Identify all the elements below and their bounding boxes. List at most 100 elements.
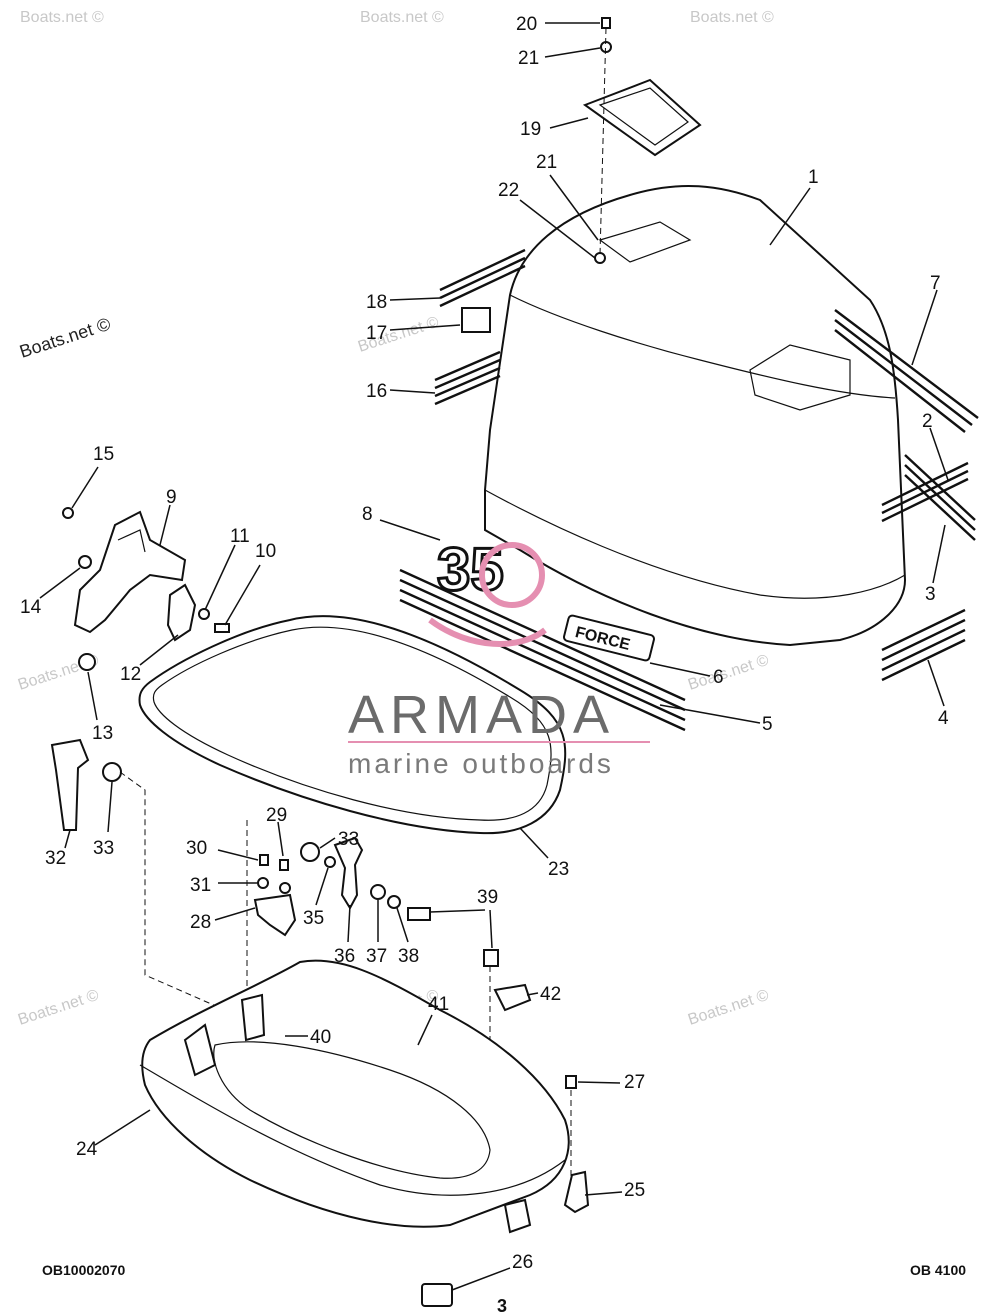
stripe-decal-3	[904, 454, 976, 541]
callout-label: 32	[45, 848, 66, 869]
drawing-code-left: OB10002070	[42, 1262, 126, 1278]
callout-label: 17	[366, 323, 387, 344]
washer-11-icon	[198, 608, 210, 620]
callout-label: 39	[477, 887, 498, 908]
callout-label: 40	[310, 1027, 331, 1048]
callout-label: 41	[428, 994, 449, 1015]
brand-name: ARMADA	[348, 685, 615, 745]
nut-14-icon	[78, 555, 92, 569]
callout-label: 26	[512, 1252, 533, 1273]
watermark-site: Boats.net ©	[16, 987, 101, 1029]
watermark-site-dark: Boats.net ©	[17, 314, 113, 362]
callout-label: 21	[536, 152, 557, 173]
callout-label: 37	[366, 946, 387, 967]
hp-decal-8: 35	[437, 536, 504, 603]
callout-label: 2	[922, 411, 933, 432]
decal-17	[461, 307, 491, 333]
screw-20-icon	[601, 17, 611, 29]
clip-25	[563, 1170, 590, 1214]
washer-29-icon	[279, 882, 291, 894]
callout-label: 29	[266, 805, 287, 826]
callout-label: 19	[520, 119, 541, 140]
screw-30-icon	[259, 854, 269, 866]
callout-label: 16	[366, 381, 387, 402]
callout-label: 33	[338, 829, 359, 850]
callout-label: 12	[120, 664, 141, 685]
cowl-seal	[138, 615, 567, 835]
callout-label: 14	[20, 597, 42, 618]
callout-label: 20	[516, 14, 537, 35]
callout-label: 33	[93, 838, 114, 859]
washer-21b-icon	[594, 252, 606, 264]
callout-label: 6	[713, 667, 724, 688]
drawing-code-right: OB 4100	[910, 1262, 966, 1278]
callout-label: 4	[938, 708, 949, 729]
callout-label: 11	[230, 526, 250, 547]
screw-10-icon	[214, 623, 230, 633]
bottom-cowl	[139, 959, 570, 1234]
assembly-line	[119, 771, 226, 1011]
bushing-33-icon	[102, 762, 122, 782]
callout-label: 30	[186, 838, 207, 859]
callout-label: 35	[303, 908, 324, 929]
callout-label: 13	[92, 723, 113, 744]
washer-37-icon	[370, 884, 386, 900]
washer-35-icon	[324, 856, 336, 868]
callout-label: 27	[624, 1072, 645, 1093]
callout-label: 24	[76, 1139, 98, 1160]
bolt-39-icon	[407, 907, 431, 921]
callout-label: 3	[925, 584, 936, 605]
callout-label: 10	[255, 541, 276, 562]
top-cowl	[484, 184, 907, 647]
front-pad	[582, 78, 702, 157]
screw-15-icon	[62, 507, 74, 519]
watermark-site: Boats.net ©	[360, 9, 444, 26]
latch-hook-32	[50, 738, 90, 831]
callout-label: 22	[498, 180, 519, 201]
callout-labels: 1 2 3 4 5 6 7 8 9 10 11 12 13 14 15 16 1…	[20, 14, 949, 1273]
latch-lever-12	[166, 583, 197, 642]
watermark-site: Boats.net ©	[686, 652, 771, 694]
callout-label: 23	[548, 859, 569, 880]
screw-29-icon	[279, 859, 289, 871]
watermark-site: Boats.net ©	[686, 987, 771, 1029]
watermark-site: Boats.net ©	[690, 9, 774, 26]
callout-label: 36	[334, 946, 355, 967]
callout-label: 7	[930, 273, 941, 294]
grommet-26	[421, 1283, 453, 1307]
leader-lines	[39, 22, 949, 1291]
assembly-line	[599, 27, 607, 256]
hook-36	[333, 836, 364, 911]
page-number: 3	[497, 1296, 507, 1316]
bracket-42	[493, 983, 532, 1012]
brand-logo-icon	[479, 542, 545, 608]
stripe-decal-7	[834, 309, 979, 433]
brand-watermark: ARMADA marine outboards	[348, 542, 650, 779]
callout-label: 38	[398, 946, 419, 967]
callout-label: 25	[624, 1180, 645, 1201]
bushing-33b-icon	[300, 842, 320, 862]
callout-label: 1	[808, 167, 819, 188]
callout-label: 21	[518, 48, 539, 69]
grommet-13-icon	[78, 653, 96, 671]
nut-38-icon	[387, 895, 401, 909]
stripe-decal-16	[434, 350, 501, 406]
latch-bracket-9	[73, 510, 187, 634]
watermark-site: Boats.net ©	[20, 9, 104, 26]
callout-label: 28	[190, 912, 211, 933]
callout-label: 42	[540, 984, 561, 1005]
bracket-28	[253, 893, 297, 937]
callout-label: 8	[362, 504, 373, 525]
callout-label: 31	[190, 875, 211, 896]
callout-label: 15	[93, 444, 114, 465]
stripe-decal-4	[881, 608, 966, 682]
washer-31-icon	[257, 877, 269, 889]
bolt-39b-icon	[483, 949, 499, 967]
callout-label: 18	[366, 292, 387, 313]
stripe-decal-18	[439, 248, 526, 308]
callout-label: 5	[762, 714, 773, 735]
force-decal-6: FORCE	[563, 614, 655, 662]
screw-27-icon	[565, 1075, 577, 1089]
callout-label: 9	[166, 487, 177, 508]
